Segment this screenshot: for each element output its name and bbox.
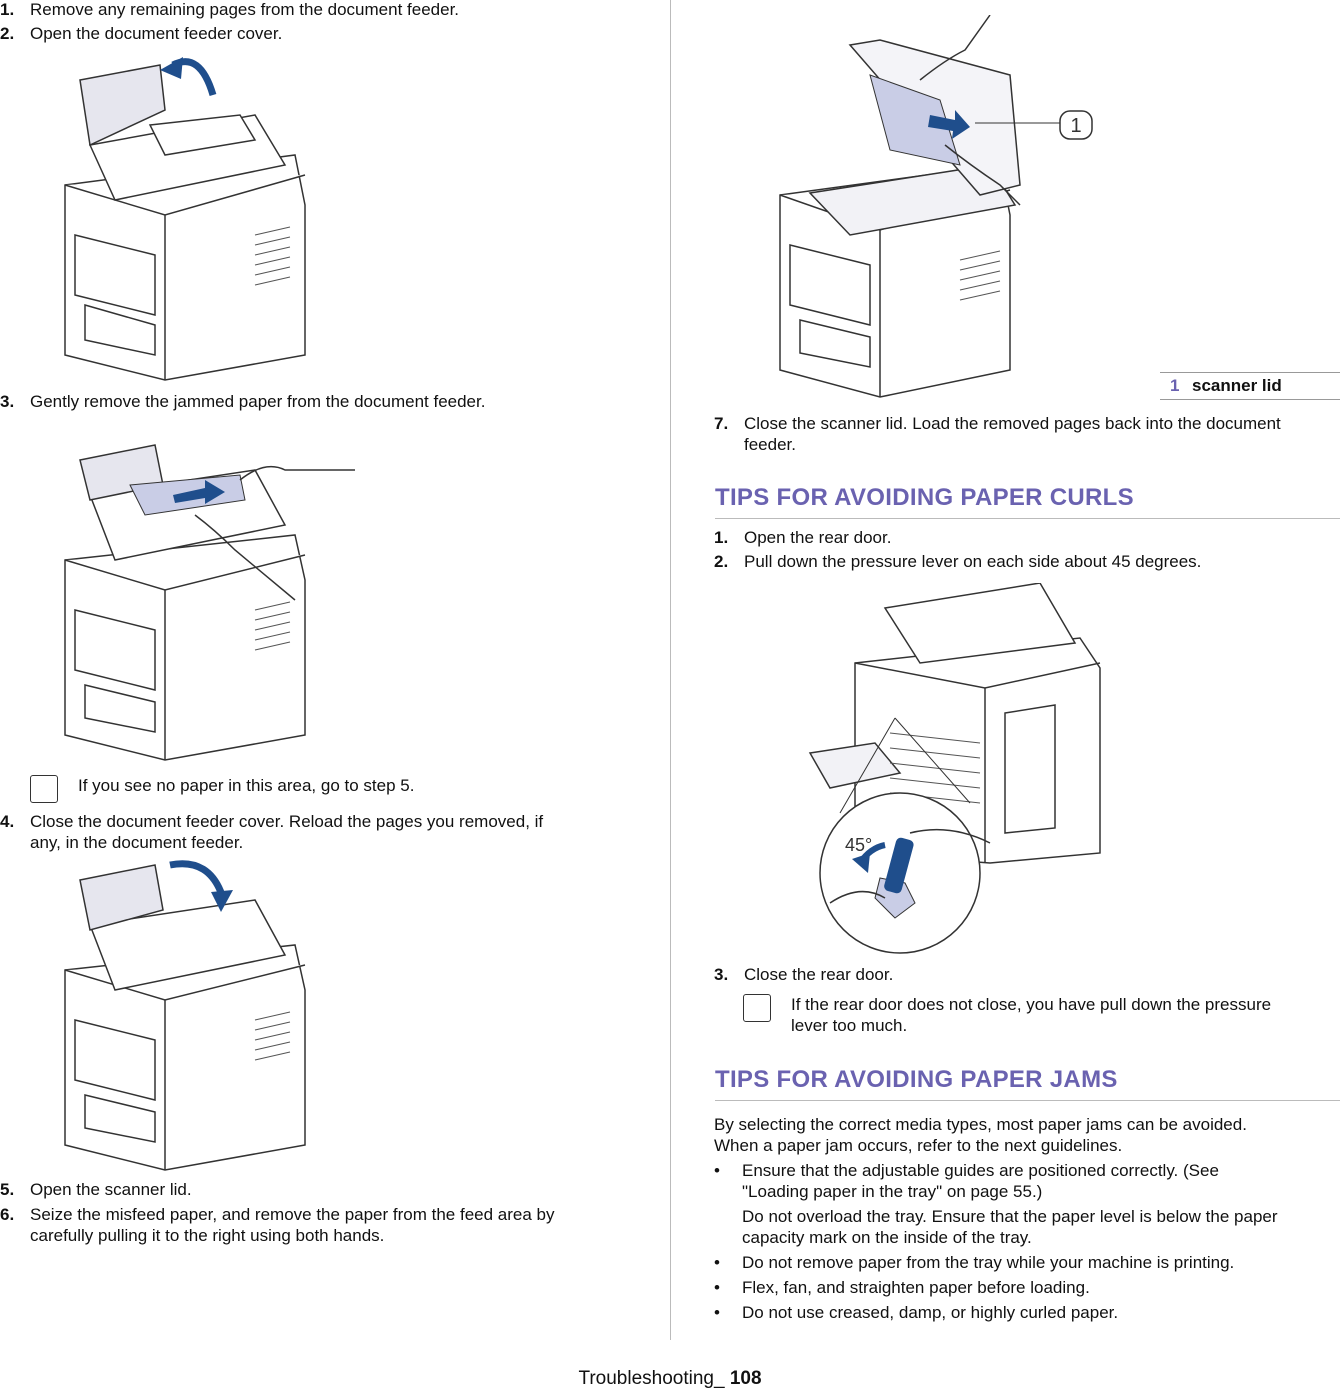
legend-number: 1 [1170, 376, 1180, 395]
step-text: Remove any remaining pages from the docu… [30, 0, 460, 19]
callout-number: 1 [1070, 115, 1081, 137]
step-3: 3. Gently remove the jammed paper from t… [0, 392, 640, 412]
page-number: 108 [729, 1368, 762, 1389]
bullet-guides: • Ensure that the adjustable guides are … [714, 1160, 1340, 1202]
bullet-sub-overload: Do not overload the tray. Ensure that th… [714, 1206, 1340, 1248]
curl-step-1: 1. Open the rear door. [714, 528, 1340, 548]
step-number: 6. [0, 1205, 15, 1224]
remove-jammed-paper-illustration [64, 444, 355, 761]
callout-box [1059, 110, 1093, 140]
note-icon [30, 775, 58, 803]
step-number: 2. [714, 552, 729, 571]
step-5: 5. Open the scanner lid. [0, 1180, 640, 1200]
scanner-lid-open-illustration: 1 [779, 15, 1093, 398]
step-6: 6. Seize the misfeed paper, and remove t… [0, 1205, 640, 1247]
step-text-line2: feeder. [744, 435, 796, 454]
close-feeder-cover-illustration [64, 860, 306, 1171]
bullet-dot: • [714, 1253, 720, 1272]
step-text: Open the scanner lid. [30, 1180, 192, 1199]
bullet-dot: • [714, 1161, 720, 1180]
step-number: 3. [714, 965, 729, 984]
bullet-printing: • Do not remove paper from the tray whil… [714, 1252, 1340, 1273]
bullet-sub-line1: Do not overload the tray. Ensure that th… [742, 1207, 1278, 1226]
curl-step-2: 2. Pull down the pressure lever on each … [714, 552, 1340, 572]
step-number: 1. [0, 0, 15, 19]
bullet-line2: "Loading paper in the tray" on page 55.) [742, 1182, 1043, 1201]
intro-line2: When a paper jam occurs, refer to the ne… [714, 1136, 1123, 1155]
step-number: 5. [0, 1180, 15, 1199]
step-number: 4. [0, 812, 15, 831]
footer-section: Troubleshooting_ [578, 1368, 730, 1389]
bullet-text: Do not remove paper from the tray while … [742, 1253, 1235, 1272]
step-number: 2. [0, 24, 15, 43]
step-number: 1. [714, 528, 729, 547]
step-7: 7. Close the scanner lid. Load the remov… [714, 414, 1340, 456]
step-text-line1: Close the document feeder cover. Reload … [30, 812, 544, 831]
bullet-creased: • Do not use creased, damp, or highly cu… [714, 1302, 1340, 1323]
step-text: Open the document feeder cover. [30, 24, 283, 43]
page-footer: Troubleshooting_ 108 [0, 1368, 1340, 1390]
note-no-paper: If you see no paper in this area, go to … [30, 775, 630, 805]
step-text-line2: any, in the document feeder. [30, 833, 244, 852]
step-text: Open the rear door. [744, 528, 892, 547]
intro-line1: By selecting the correct media types, mo… [714, 1115, 1247, 1134]
note-text-line1: If the rear door does not close, you hav… [791, 995, 1272, 1014]
note-text-line2: lever too much. [791, 1016, 908, 1035]
jams-intro: By selecting the correct media types, mo… [714, 1114, 1340, 1156]
bullet-text: Flex, fan, and straighten paper before l… [742, 1278, 1090, 1297]
step-text: Pull down the pressure lever on each sid… [744, 552, 1202, 571]
note-rear-door: If the rear door does not close, you hav… [743, 994, 1340, 1038]
bullet-dot: • [714, 1303, 720, 1322]
heading-paper-jams: TIPS FOR AVOIDING PAPER JAMS [715, 1066, 1340, 1101]
printer-feeder-open-illustration [64, 57, 306, 381]
bullet-line1: Ensure that the adjustable guides are po… [742, 1161, 1219, 1180]
legend-label: scanner lid [1192, 376, 1282, 395]
curl-step-3: 3. Close the rear door. [714, 965, 1340, 985]
bullet-sub-line2: capacity mark on the inside of the tray. [742, 1228, 1032, 1247]
step-number: 7. [714, 414, 729, 433]
heading-paper-curls: TIPS FOR AVOIDING PAPER CURLS [715, 484, 1340, 519]
step-text-line1: Close the scanner lid. Load the removed … [744, 414, 1281, 433]
bullet-text: Do not use creased, damp, or highly curl… [742, 1303, 1119, 1322]
step-text: Gently remove the jammed paper from the … [30, 392, 486, 411]
step-number: 3. [0, 392, 15, 411]
step-1: 1. Remove any remaining pages from the d… [0, 0, 640, 20]
figure-legend: 1 scanner lid [1160, 372, 1340, 400]
note-icon [743, 994, 771, 1022]
legend-rule [1160, 372, 1340, 373]
step-2: 2. Open the document feeder cover. [0, 24, 640, 44]
step-text-line1: Seize the misfeed paper, and remove the … [30, 1205, 555, 1224]
step-text: Close the rear door. [744, 965, 894, 984]
step-4: 4. Close the document feeder cover. Relo… [0, 812, 640, 854]
rear-door-pressure-lever-illustration: 45° [808, 583, 1101, 954]
bullet-flex: • Flex, fan, and straighten paper before… [714, 1277, 1340, 1298]
column-divider [670, 0, 671, 1340]
note-text: If you see no paper in this area, go to … [78, 776, 415, 795]
angle-label: 45° [845, 835, 872, 855]
bullet-dot: • [714, 1278, 720, 1297]
step-text-line2: carefully pulling it to the right using … [30, 1226, 385, 1245]
